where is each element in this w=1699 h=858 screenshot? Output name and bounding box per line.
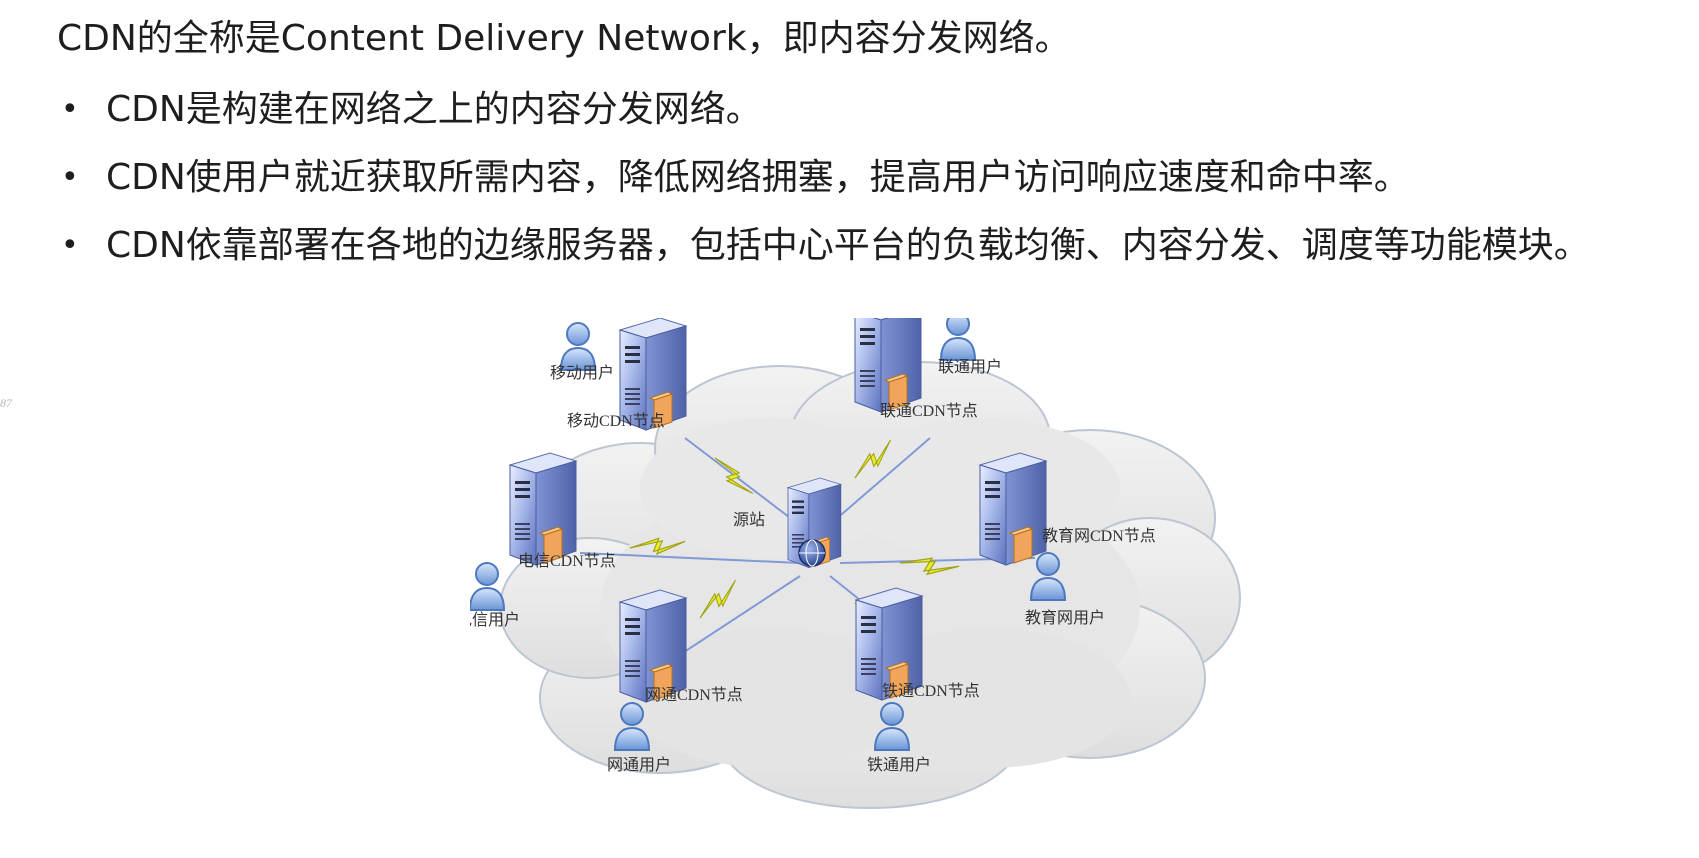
bullet-item: • CDN是构建在网络之上的内容分发网络。 [57, 76, 1677, 144]
bullet-dot: • [61, 228, 79, 263]
bullet-text: CDN使用户就近获取所需内容，降低网络拥塞，提高用户访问响应速度和命中率。 [106, 157, 1410, 198]
edu-cdn-node: 教育网CDN节点 教育网用户 [979, 452, 1156, 627]
unicom-cdn-node: 联通用户 联通CDN节点 [854, 318, 1002, 420]
rail-node-label: 铁通CDN节点 [882, 682, 980, 700]
edu-node-label: 教育网CDN节点 [1042, 527, 1156, 545]
mobile-user-label: 移动用户 [550, 364, 614, 382]
user-icon [560, 322, 596, 371]
origin-label: 源站 [733, 511, 765, 529]
bullet-text: CDN是构建在网络之上的内容分发网络。 [106, 89, 762, 130]
telecom-node-label: 电信CDN节点 [518, 552, 616, 570]
user-icon [470, 562, 505, 611]
rail-cdn-node: 铁通CDN节点 铁通用户 [855, 587, 980, 774]
mobile-cdn-node: 移动用户 移动CDN节点 [550, 318, 687, 431]
telecom-user-label: 电信用户 [470, 611, 520, 629]
netcom-node-label: 网通CDN节点 [645, 686, 743, 704]
edu-user-label: 教育网用户 [1025, 609, 1105, 627]
bullet-text: CDN依靠部署在各地的边缘服务器，包括中心平台的负载均衡、内容分发、调度等功能模… [106, 225, 1590, 266]
origin-server: 源站 [733, 477, 842, 568]
telecom-cdn-node: 电信CDN节点 电信用户 [470, 452, 616, 629]
server-icon [619, 589, 687, 703]
bullet-item: • CDN依靠部署在各地的边缘服务器，包括中心平台的负载均衡、内容分发、调度等功… [57, 212, 1677, 280]
server-icon [854, 318, 922, 413]
bullet-list: • CDN是构建在网络之上的内容分发网络。 • CDN使用户就近获取所需内容，降… [57, 76, 1677, 280]
unicom-node-label: 联通CDN节点 [880, 402, 978, 420]
page-mark: 87 [0, 396, 12, 410]
server-icon [509, 452, 577, 566]
bullet-dot: • [61, 92, 79, 127]
unicom-user-label: 联通用户 [938, 358, 1002, 376]
netcom-cdn-node: 网通CDN节点 网通用户 [607, 589, 743, 774]
bullet-item: • CDN使用户就近获取所需内容，降低网络拥塞，提高用户访问响应速度和命中率。 [57, 144, 1677, 212]
rail-user-label: 铁通用户 [867, 756, 931, 774]
intro-line: CDN的全称是Content Delivery Network，即内容分发网络。 [57, 18, 1071, 59]
server-icon [979, 452, 1047, 566]
bullet-dot: • [61, 160, 79, 195]
cdn-network-diagram: 源站 移动用户 移动CDN节点 联通用户 联通CDN节点 电信CDN节点 电信用… [470, 318, 1290, 858]
slide-text: CDN的全称是Content Delivery Network，即内容分发网络。… [57, 8, 1677, 280]
mobile-node-label: 移动CDN节点 [567, 412, 665, 430]
netcom-user-label: 网通用户 [607, 756, 671, 774]
user-icon [940, 318, 976, 361]
